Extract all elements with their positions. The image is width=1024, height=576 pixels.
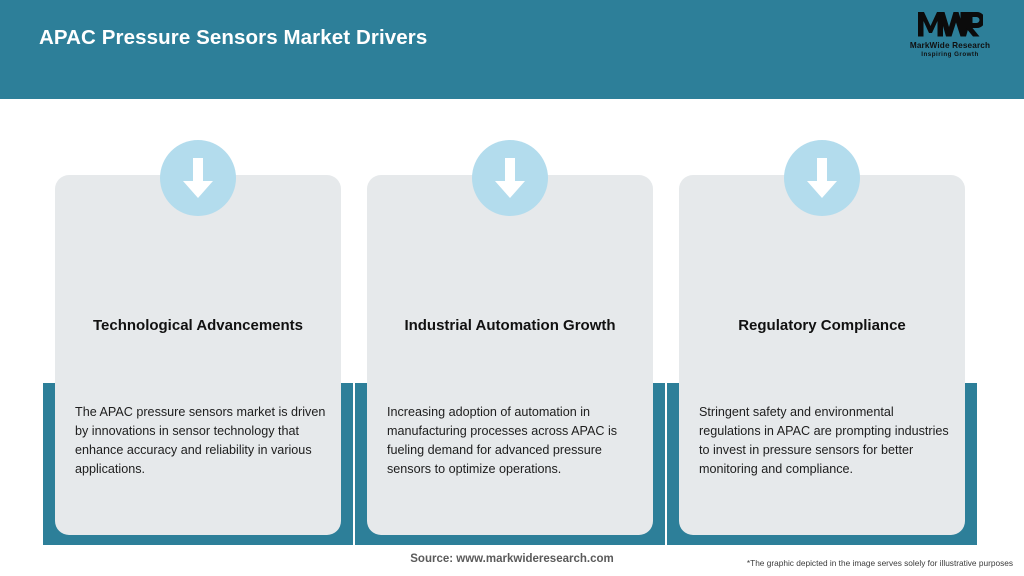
brand-logo: MarkWide Research Inspiring Growth [898, 9, 1002, 61]
card-title: Industrial Automation Growth [404, 317, 616, 334]
brand-tagline: Inspiring Growth [921, 51, 979, 58]
drivers-card-row: Technological Advancements The APAC pres… [0, 99, 1024, 545]
arrow-down-icon [472, 140, 548, 216]
card-body-text: The APAC pressure sensors market is driv… [75, 405, 326, 477]
card-body-text: Stringent safety and environmental regul… [699, 405, 949, 477]
arrow-down-icon [784, 140, 860, 216]
card-title: Technological Advancements [92, 317, 304, 334]
page-title: APAC Pressure Sensors Market Drivers [39, 26, 428, 49]
card-panel: Industrial Automation Growth Increasing … [367, 175, 653, 535]
card-panel: Technological Advancements The APAC pres… [55, 175, 341, 535]
mwr-monogram-icon [898, 9, 1002, 40]
driver-card-1: Technological Advancements The APAC pres… [43, 99, 353, 545]
card-title: Regulatory Compliance [738, 317, 906, 334]
arrow-down-icon [160, 140, 236, 216]
disclaimer-note: *The graphic depicted in the image serve… [746, 558, 1013, 568]
page-header: APAC Pressure Sensors Market Drivers Mar… [0, 0, 1024, 99]
card-panel: Regulatory Compliance Stringent safety a… [679, 175, 965, 535]
source-label: Source: www.markwideresearch.com [410, 553, 614, 565]
card-body-text: Increasing adoption of automation in man… [387, 405, 618, 477]
driver-card-3: Regulatory Compliance Stringent safety a… [667, 99, 977, 545]
brand-name: MarkWide Research [909, 41, 991, 50]
driver-card-2: Industrial Automation Growth Increasing … [355, 99, 665, 545]
